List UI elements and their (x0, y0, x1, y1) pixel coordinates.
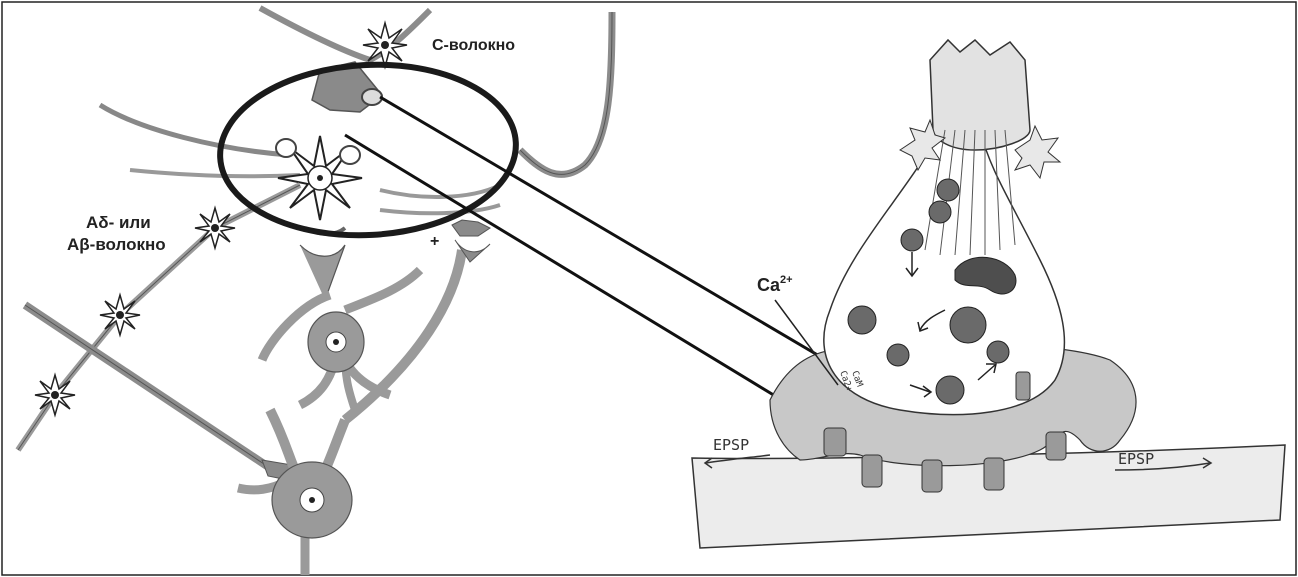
c-fiber-label: С-волокно (432, 37, 515, 54)
calcium-label: Ca2+ (757, 274, 793, 295)
c-fiber-spike-icon (363, 23, 407, 67)
c-fiber-axon (520, 12, 612, 174)
dorsal-horn-schematic: + С-волокно Аδ- (18, 8, 612, 575)
a-fiber-axon (18, 185, 300, 450)
c-fiber-process (260, 8, 430, 60)
axon-shaft (930, 40, 1030, 150)
a-fiber-spike-icon-2 (100, 295, 140, 335)
epsp-left-label: EPSP (713, 436, 749, 454)
zoom-arrow-1 (380, 97, 860, 380)
synapse-drawing: Ca2+ CaM EPSP EPSP Ca2+ (692, 40, 1285, 548)
a-fiber-spike-icon-1 (195, 208, 235, 248)
plus-sign: + (430, 233, 439, 250)
interneuron (262, 245, 420, 410)
calcium-label-base: Ca (757, 275, 781, 295)
a-fiber-label-line1: Аδ- или (86, 213, 151, 232)
calcium-label-superscript: 2+ (780, 274, 793, 286)
a-fiber-label-line2: Аβ-волокно (67, 235, 166, 254)
epsp-right-label: EPSP (1118, 450, 1154, 468)
zoom-arrow-2 (345, 135, 828, 428)
projection-neuron (238, 410, 352, 575)
a-fiber-spike-icon-3 (35, 375, 75, 415)
c-fiber-vesicle (362, 89, 382, 105)
